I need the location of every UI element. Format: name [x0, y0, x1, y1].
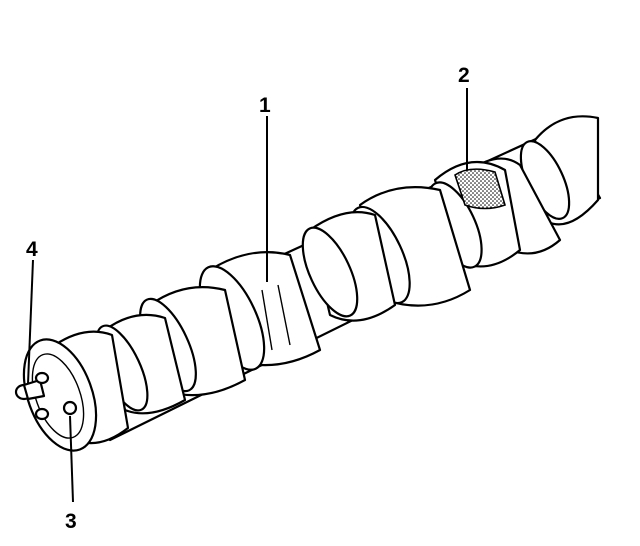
rear-journal	[519, 115, 600, 226]
bolt-holes	[34, 371, 78, 421]
leader-line-4	[27, 259, 34, 385]
callout-4: 4	[26, 238, 38, 261]
leader-line-3	[69, 415, 74, 503]
callout-1: 1	[259, 94, 271, 117]
cam-lobe-group-left	[95, 286, 247, 415]
front-journal	[22, 330, 130, 452]
callout-3: 3	[65, 510, 77, 533]
cam-lobe-group-center-right	[301, 186, 472, 322]
dowel-pin	[14, 378, 46, 401]
callout-2: 2	[458, 64, 470, 87]
stippled-ring	[454, 168, 506, 210]
camshaft	[14, 115, 602, 452]
